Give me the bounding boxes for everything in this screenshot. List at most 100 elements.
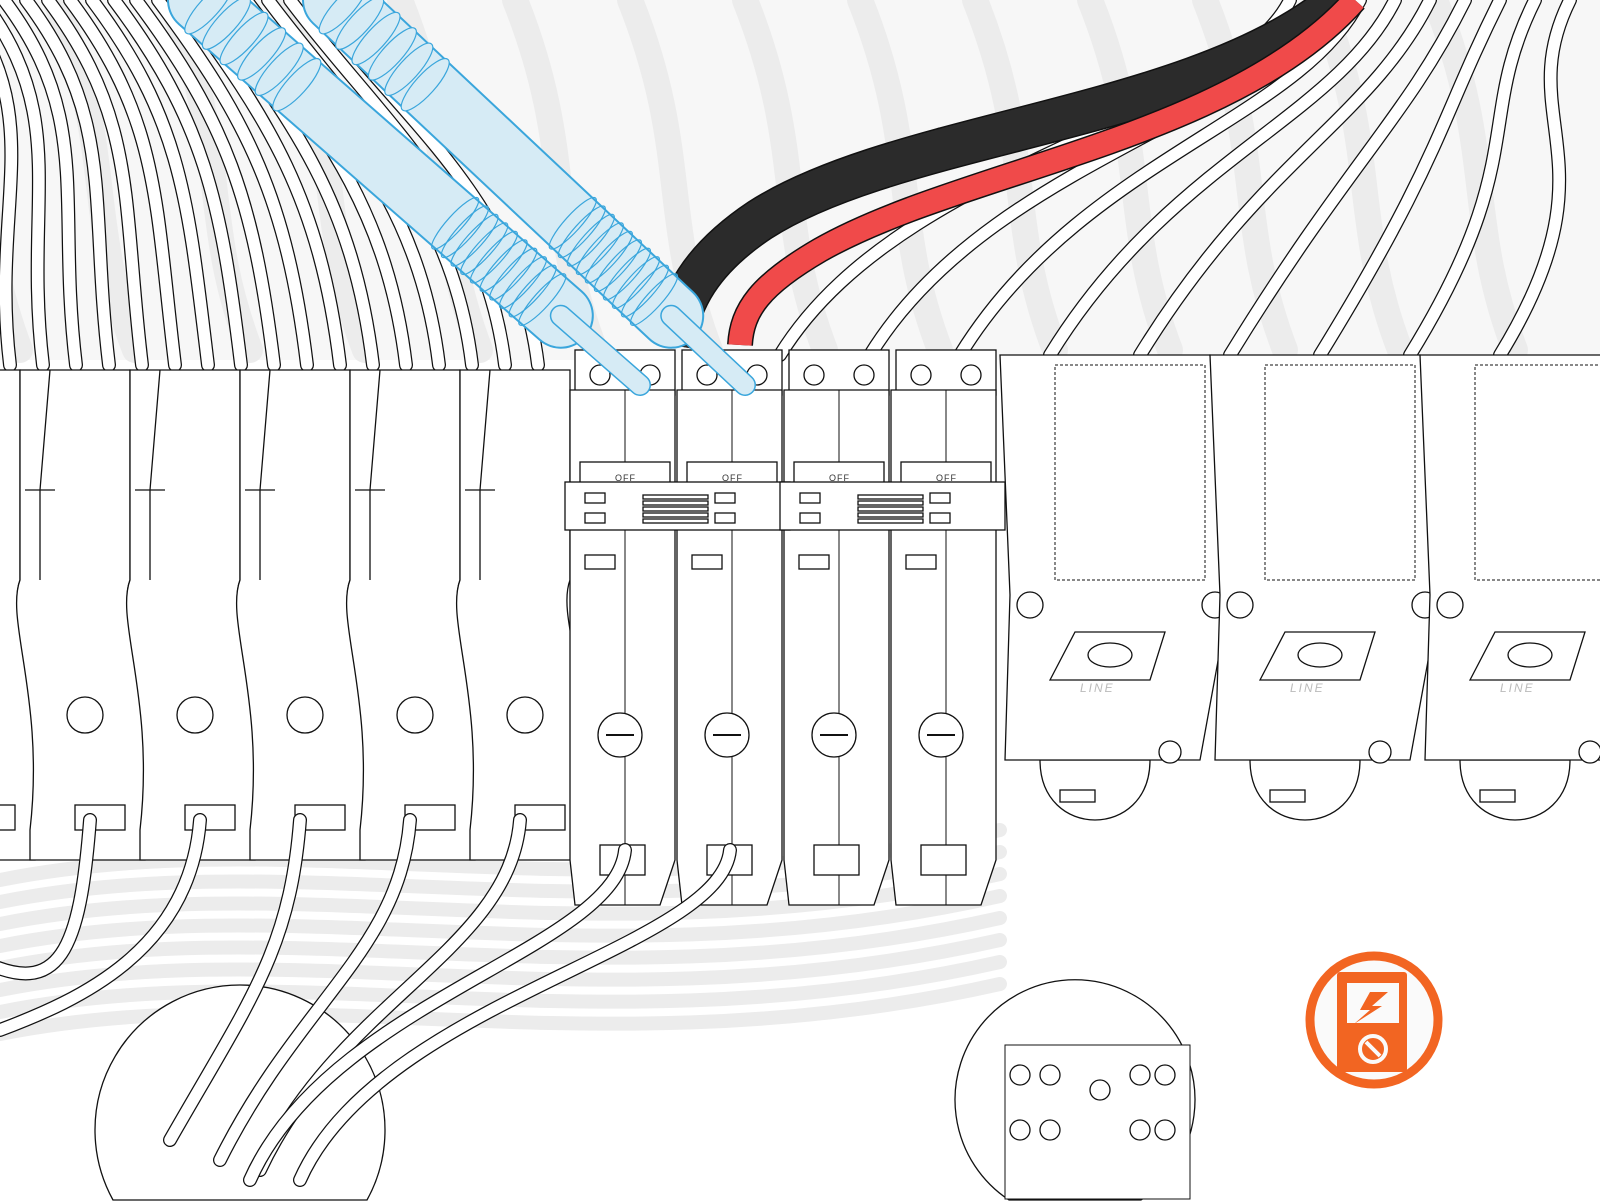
probe-grip-ring	[489, 247, 538, 301]
screw-icon	[1158, 740, 1182, 764]
line-label: LINE	[1080, 681, 1115, 695]
breaker-module	[235, 369, 369, 861]
wire-insulation	[20, 0, 115, 371]
line-label: LINE	[1500, 681, 1535, 695]
mounting-tab-slot	[1269, 789, 1306, 803]
screw-icon	[1016, 591, 1044, 619]
neutral-bar-hole	[1129, 1064, 1151, 1086]
terminal-screw-icon	[803, 364, 825, 386]
tie-bar-rib	[857, 518, 924, 524]
tie-bar-slot	[929, 492, 951, 504]
wire-insulation	[1314, 0, 1506, 361]
lug-block-body	[1419, 354, 1600, 761]
breaker: OFF	[676, 349, 783, 906]
neutral-bar-hole	[1009, 1119, 1031, 1141]
tie-bar-rib	[642, 512, 709, 518]
tie-bar-slot	[799, 512, 821, 524]
wire-insulation	[1404, 0, 1541, 361]
breaker-module	[455, 369, 589, 861]
wire-insulation	[1494, 0, 1576, 361]
lug-blocks: LINE LINE LINE	[999, 354, 1600, 821]
mounting-hole	[396, 696, 434, 734]
lug-block: LINE	[999, 354, 1231, 821]
breaker-body	[455, 369, 589, 861]
branch-wire-insulation	[0, 814, 96, 980]
probe-grip-ring	[557, 205, 606, 259]
wire-insulation	[42, 0, 148, 371]
bottom-wires-and-knockouts	[0, 813, 1196, 1201]
wire-insulation	[1134, 0, 1436, 361]
prohibited-icon	[1358, 1034, 1388, 1064]
black-conductor	[651, 0, 1354, 349]
breaker-edge	[135, 369, 165, 580]
terminal-screw-icon	[589, 364, 611, 386]
handle-off-label: OFF	[936, 473, 957, 483]
probe-grip-ring	[584, 230, 633, 284]
wire-terminal	[0, 804, 16, 831]
meter-badge	[1305, 951, 1443, 1089]
screw-icon	[1436, 591, 1464, 619]
left-breaker-row	[0, 369, 589, 861]
probe-grip-ring	[440, 205, 489, 259]
probe-cable-boot	[384, 42, 434, 97]
neutral-bar-hole	[1009, 1064, 1031, 1086]
tie-bar-slot	[584, 512, 606, 524]
wire-insulation	[152, 0, 313, 371]
tie-bar-slot	[714, 492, 736, 504]
label-area	[1474, 364, 1600, 581]
probe-cable-boot	[272, 57, 322, 112]
mounting-hole	[286, 696, 324, 734]
probe-grip-ring	[611, 256, 661, 310]
lug-set-screw	[1087, 642, 1133, 668]
breaker-edge	[465, 369, 495, 580]
mounting-tab-slot	[1059, 789, 1096, 803]
probe-grip-ring	[620, 264, 670, 318]
breaker-module	[15, 369, 149, 861]
branch-wire-insulation	[214, 814, 416, 1166]
probe-grip-ring	[479, 239, 528, 293]
wire-insulation	[64, 0, 181, 371]
wire-insulation	[1224, 0, 1471, 361]
terminal-screw-icon	[696, 364, 718, 386]
breaker-edge	[25, 369, 55, 580]
branch-wire-insulation	[164, 814, 306, 1146]
breaker: OFF	[890, 349, 997, 906]
background-wire	[0, 955, 1007, 1019]
branch-wire-insulation	[0, 814, 206, 1036]
wire-insulation	[130, 0, 280, 371]
background-wire	[1422, 0, 1528, 363]
breaker: OFF	[783, 349, 890, 906]
indicator-window	[584, 554, 616, 570]
background-wire	[1307, 0, 1413, 363]
neutral-bar-hole	[1154, 1064, 1176, 1086]
wire-insulation	[0, 15, 49, 371]
tie-bar-rib	[857, 494, 924, 500]
probe-cable-boot	[219, 11, 269, 66]
probe-grip-ring	[460, 222, 509, 276]
breaker: OFF	[569, 349, 676, 906]
neutral-bar-hole	[1039, 1064, 1061, 1086]
label-area	[1054, 364, 1206, 581]
breaker-edge	[355, 369, 385, 580]
probe-cable-boot	[201, 0, 251, 50]
breaker-edge	[245, 369, 275, 580]
mounting-hole	[506, 696, 544, 734]
probe-grip-ring	[518, 273, 567, 326]
line-label: LINE	[1290, 681, 1325, 695]
lug-block: LINE	[1209, 354, 1441, 821]
bonding-screw-icon	[1089, 1079, 1111, 1101]
load-terminal	[920, 844, 967, 876]
terminal-screw-icon	[853, 364, 875, 386]
mounting-hole	[66, 696, 104, 734]
probe-grip-ring	[469, 230, 519, 284]
screw-icon	[1368, 740, 1392, 764]
wire-insulation	[86, 0, 214, 371]
lug-block-body	[999, 354, 1231, 761]
probe-grip-ring	[508, 264, 557, 318]
neutral-bar-hole	[1039, 1119, 1061, 1141]
lug-block: LINE	[1419, 354, 1600, 821]
probe-cable-boot	[400, 57, 450, 112]
lightning-bolt-icon	[1354, 992, 1388, 1024]
probe-tip	[661, 306, 755, 395]
